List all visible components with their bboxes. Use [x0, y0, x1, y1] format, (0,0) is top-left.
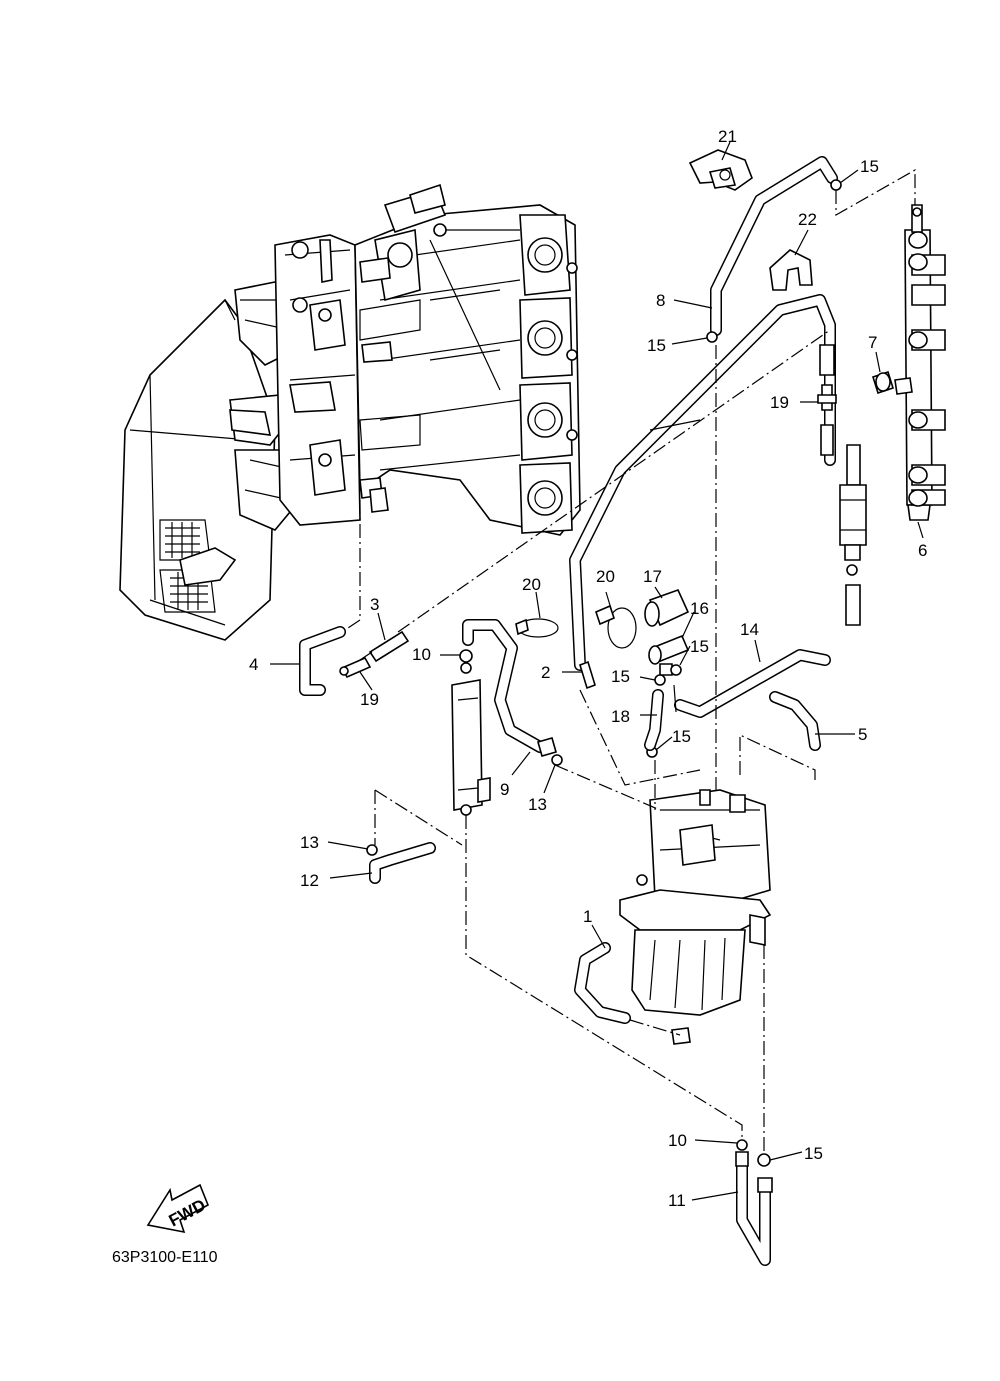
callout-1: 1: [583, 907, 592, 926]
callout-9: 9: [500, 780, 509, 799]
callout-18: 18: [611, 707, 630, 726]
fuel-rail: [894, 204, 946, 521]
part-13-clips: [366, 754, 563, 856]
callout-15: 15: [804, 1144, 823, 1163]
callout-2: 2: [541, 663, 550, 682]
fwd-direction-arrow: FWD: [146, 1183, 210, 1234]
part-1-hose: [574, 942, 631, 1024]
part-11-hose: [735, 1151, 773, 1266]
fuel-filter: [839, 444, 867, 626]
callout-15: 15: [860, 157, 879, 176]
silencer-grille-upper: [165, 522, 200, 558]
callout-labels: 21 15 22 8 15 7 19 6 20 20 17 16 3 14 15…: [249, 127, 927, 1210]
callout-16: 16: [690, 599, 709, 618]
callout-13: 13: [300, 833, 319, 852]
callout-7: 7: [868, 333, 877, 352]
callout-22: 22: [798, 210, 817, 229]
part-10-clip-lower: [736, 1139, 748, 1151]
part-4-elbow-hose: [299, 626, 346, 696]
callout-10: 10: [412, 645, 431, 664]
callout-17: 17: [643, 567, 662, 586]
callout-14: 14: [740, 620, 759, 639]
part-2-pipe: [579, 660, 596, 690]
callout-15: 15: [647, 336, 666, 355]
callout-19: 19: [770, 393, 789, 412]
part-18-hose: [644, 689, 664, 751]
part-15-clips: [646, 179, 842, 1167]
intake-runner-ports: [519, 214, 578, 534]
callout-12: 12: [300, 871, 319, 890]
part-16-fitting: [648, 634, 690, 676]
assembly-reference-lines: [344, 168, 916, 1155]
part-12-elbow: [369, 842, 436, 884]
part-21-clamp: [688, 149, 753, 191]
intake-manifold-assembly: [119, 183, 581, 641]
callout-19: 19: [360, 690, 379, 709]
callout-13: 13: [528, 795, 547, 814]
part-10-clip-upper: [459, 649, 473, 663]
callout-10: 10: [668, 1131, 687, 1150]
part-7-nut: [872, 370, 894, 395]
callout-21: 21: [718, 127, 737, 146]
part-19-connector-lower: [339, 656, 372, 679]
part-19-connector-upper: [817, 344, 837, 456]
part-5-hose: [769, 691, 821, 751]
part-20-clamps: [515, 604, 637, 649]
callout-11: 11: [668, 1191, 686, 1210]
part-8-hose: [710, 156, 838, 336]
callout-15: 15: [690, 637, 709, 656]
leader-lines: [270, 141, 924, 1201]
part-17-cap: [644, 588, 690, 627]
callout-20: 20: [522, 575, 541, 594]
callout-6: 6: [918, 541, 927, 560]
callout-5: 5: [858, 725, 867, 744]
part-22-bracket: [769, 249, 813, 291]
diagram-code: 63P3100-E110: [112, 1249, 218, 1266]
fuel-cooler: [451, 662, 491, 816]
part-14-hose: [673, 649, 831, 718]
callout-4: 4: [249, 655, 258, 674]
callout-15: 15: [672, 727, 691, 746]
part-9-hose: [462, 619, 557, 757]
callout-3: 3: [370, 595, 379, 614]
callout-8: 8: [656, 291, 665, 310]
callout-15: 15: [611, 667, 630, 686]
vent-hose-loop: [569, 294, 836, 671]
callout-20: 20: [596, 567, 615, 586]
vapor-separator-tank: [619, 789, 772, 1045]
